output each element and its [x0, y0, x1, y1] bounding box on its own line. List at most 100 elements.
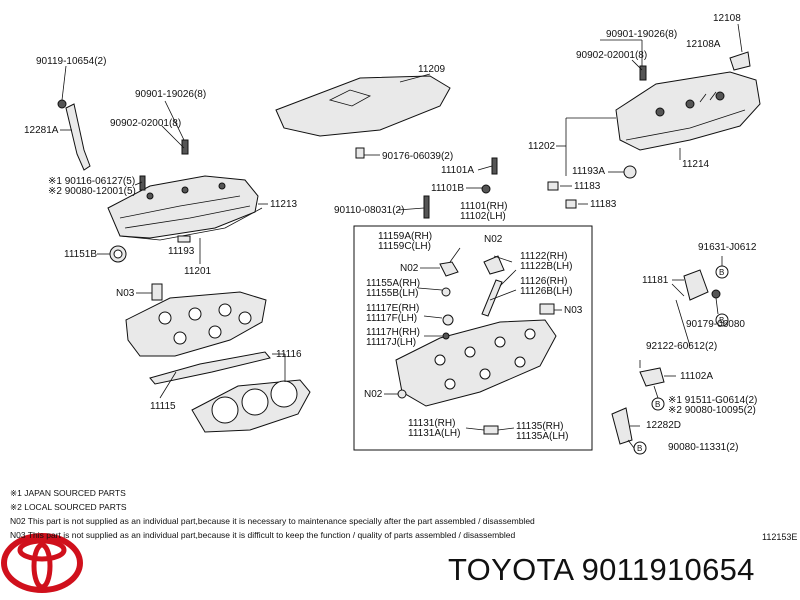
label-n03-left: N03	[116, 288, 135, 299]
marker-b-1: B	[719, 268, 725, 277]
label-11102a: 11102A	[680, 371, 713, 382]
bracket-11181	[671, 269, 721, 301]
label-11126b: 11126B(LH)	[520, 286, 573, 297]
label-11202: 11202	[528, 141, 556, 152]
label-92122-60612: 92122-60612(2)	[646, 341, 718, 352]
label-12282d: 12282D	[646, 420, 682, 431]
label-11101a: 11101A	[441, 165, 474, 176]
label-11193: 11193	[168, 246, 195, 257]
label-90080-12001: ※2 90080-12001(5)	[48, 186, 136, 197]
label-n02-c: N02	[364, 389, 383, 400]
label-11201: 11201	[184, 266, 212, 277]
cylinder-head	[395, 319, 557, 407]
grommet-11193a	[623, 165, 637, 179]
label-90901-19026-left: 90901-19026(8)	[135, 89, 207, 100]
part-11117e	[442, 314, 454, 326]
bolt-90901-left	[181, 139, 189, 155]
part-n03-mid	[539, 303, 555, 315]
label-90116-06127: ※1 90116-06127(5)	[48, 176, 136, 187]
label-11102-lh: 11102(LH)	[460, 211, 506, 222]
part-11183-b	[565, 199, 577, 209]
gasket-11213	[119, 207, 263, 241]
label-11117f: 11117F(LH)	[366, 313, 418, 324]
bolt-11101a	[491, 157, 498, 175]
label-11181: 11181	[642, 275, 669, 286]
part-n02-upper	[483, 255, 505, 275]
label-91631-j0612: 91631-J0612	[698, 242, 757, 253]
note-local-sourced: ※2 LOCAL SOURCED PARTS	[10, 502, 127, 512]
label-n02-b: N02	[400, 263, 419, 274]
note-n02: N02 This part is not supplied as an indi…	[10, 516, 535, 526]
grommet-11193	[177, 235, 191, 243]
label-11155a: 11155A(RH)	[366, 278, 421, 289]
label-90119-10654: 90119-10654(2)	[36, 56, 107, 67]
label-90080-11331: 90080-11331(2)	[668, 442, 739, 453]
label-90902-02001-left: 90902-02001(8)	[110, 118, 182, 129]
cap-12108	[729, 51, 751, 71]
label-11135: 11135(RH)	[516, 421, 564, 432]
intake-manifold-left	[125, 291, 267, 357]
label-11115: 11115	[150, 401, 176, 412]
leader-lines	[60, 23, 743, 449]
label-n02-a: N02	[484, 234, 503, 245]
seal-11151b	[109, 245, 127, 263]
part-11117h	[442, 332, 450, 340]
note-n03: N03 This part is not supplied as an indi…	[10, 530, 516, 540]
bracket-12281a	[57, 99, 91, 171]
marker-b-3: B	[655, 400, 661, 409]
label-12108: 12108	[713, 13, 741, 24]
label-11122: 11122(RH)	[520, 251, 568, 262]
label-90176-06039: 90176-06039(2)	[382, 151, 454, 162]
washer-11101b	[481, 184, 491, 194]
bracket-12282d	[611, 407, 633, 445]
label-11159c: 11159C(LH)	[378, 241, 431, 252]
label-11117j: 11117J(LH)	[366, 337, 417, 348]
label-11213: 11213	[270, 199, 298, 210]
diagram-reference-code: 112153E	[762, 532, 798, 542]
label-11183-a: 11183	[574, 181, 601, 192]
part-11155a	[441, 287, 451, 297]
part-n02-lower	[397, 389, 407, 399]
label-11155b: 11155B(LH)	[366, 288, 419, 299]
brand-title: TOYOTA 9011910654	[448, 552, 755, 587]
reference-markers	[633, 265, 729, 455]
toyota-logo	[1, 533, 83, 593]
part-11131	[483, 425, 499, 435]
label-11126: 11126(RH)	[520, 276, 568, 287]
label-11193a: 11193A	[572, 166, 605, 177]
label-11116: 11116	[276, 349, 302, 360]
bolt-90110	[423, 195, 430, 219]
part-11159a	[439, 261, 459, 277]
stud-90116	[139, 175, 146, 191]
gasket-11115	[149, 351, 271, 385]
label-12281a: 12281A	[24, 125, 59, 136]
label-11159a: 11159A(RH)	[378, 231, 433, 242]
head-gasket-11116	[191, 379, 311, 433]
label-11135a: 11135A(LH)	[516, 431, 569, 442]
cylinder-head-cover-left	[107, 175, 259, 239]
cylinder-head-cover-right	[615, 71, 761, 151]
label-11122b: 11122B(LH)	[520, 261, 573, 272]
engine-cover-11209	[275, 75, 451, 159]
part-11122	[481, 279, 503, 317]
sensor-11102a	[639, 367, 665, 387]
label-n03-mid: N03	[564, 305, 583, 316]
label-90902-02001-right: 90902-02001(8)	[576, 50, 648, 61]
part-n03-left	[151, 283, 163, 301]
label-11101b: 11101B	[431, 183, 464, 194]
marker-b-4: B	[637, 444, 643, 453]
label-90110-08031: 90110-08031(2)	[334, 205, 405, 216]
cylinder-head-detail-box	[353, 225, 593, 451]
label-11117e: 11117E(RH)	[366, 303, 420, 314]
label-11131: 11131(RH)	[408, 418, 456, 429]
marker-b-2: B	[719, 316, 725, 325]
label-90901-19026-right: 90901-19026(8)	[606, 29, 678, 40]
label-90179-06080: 90179-06080	[686, 319, 745, 330]
label-12108a: 12108A	[686, 39, 721, 50]
label-11183-b: 11183	[590, 199, 617, 210]
label-11151b: 11151B	[64, 249, 97, 260]
bolt-90901-right	[639, 65, 647, 81]
label-91511-g0614: ※1 91511-G0614(2)	[668, 395, 758, 406]
